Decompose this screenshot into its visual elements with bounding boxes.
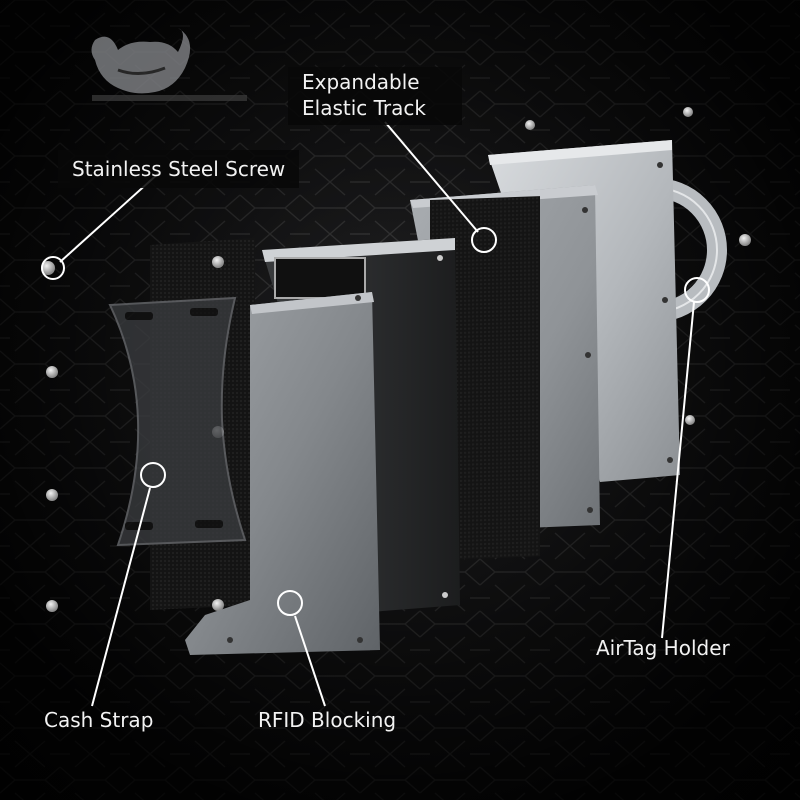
callout-airtag-holder: AirTag Holder bbox=[596, 636, 730, 660]
rfid-blocking-plate bbox=[185, 292, 380, 655]
callout-expandable-elastic-track: Expandable Elastic Track bbox=[288, 67, 462, 125]
callout-rfid-blocking: RFID Blocking bbox=[258, 708, 397, 732]
callout-stainless-steel-screw: Stainless Steel Screw bbox=[58, 150, 300, 188]
callout-leaders bbox=[41, 121, 710, 707]
bull-head-logo bbox=[91, 28, 247, 101]
callout-cash-strap: Cash Strap bbox=[44, 708, 154, 732]
loose-screws bbox=[41, 107, 751, 612]
